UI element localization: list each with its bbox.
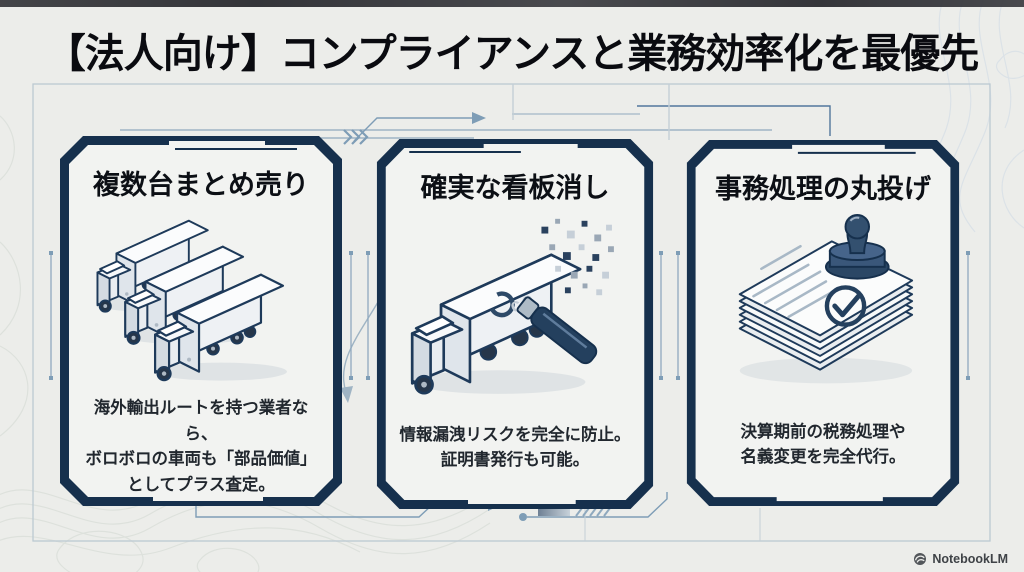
eraser-icon xyxy=(516,296,598,365)
card-description: 情報漏洩リスクを完全に防止。 証明書発行も可能。 xyxy=(399,425,631,470)
pixel-dissolve xyxy=(541,218,614,296)
notebooklm-label: NotebookLM xyxy=(932,552,1008,566)
gradient-bar xyxy=(538,508,570,516)
card-title: 複数台まとめ売り xyxy=(93,170,309,200)
arrow-down-icon xyxy=(340,386,353,403)
trucks-fleet-illustration xyxy=(96,219,289,382)
info-card-bulk-sale: 複数台まとめ売り xyxy=(57,133,345,509)
check-stamp-mark xyxy=(824,285,867,327)
card-description: 海外輸出ルートを持つ業者なら、 ボロボロの車両も「部品価値」 としてプラス査定。 xyxy=(85,399,317,494)
info-card-paperwork: 事務処理の丸投げ xyxy=(684,137,962,509)
node-dot xyxy=(519,513,527,521)
hatch-marks xyxy=(575,507,611,517)
rail-dots xyxy=(49,251,970,380)
document-text-lines xyxy=(752,244,834,319)
arrow-right-icon xyxy=(472,112,486,124)
notebooklm-logo-icon xyxy=(914,553,927,565)
chevrons-icon xyxy=(343,129,369,145)
page-title: 【法人向け】コンプライアンスと業務効率化を最優先 xyxy=(45,32,979,76)
outer-frame-rect xyxy=(32,83,991,542)
rubber-stamp-icon xyxy=(824,213,890,280)
truck-logo-erase-illustration: co xyxy=(410,218,614,396)
documents-stamp-illustration xyxy=(738,213,914,384)
card-side-rails xyxy=(50,253,969,378)
info-card-sign-removal: 確実な看板消し xyxy=(374,136,656,512)
card-title: 事務処理の丸投げ xyxy=(715,174,931,204)
card-description: 決算期前の税務処理や 名義変更を完全代行。 xyxy=(740,422,906,467)
card-title: 確実な看板消し xyxy=(420,173,610,203)
notebooklm-watermark: NotebookLM xyxy=(913,552,1008,566)
top-edge-bar xyxy=(0,0,1024,7)
